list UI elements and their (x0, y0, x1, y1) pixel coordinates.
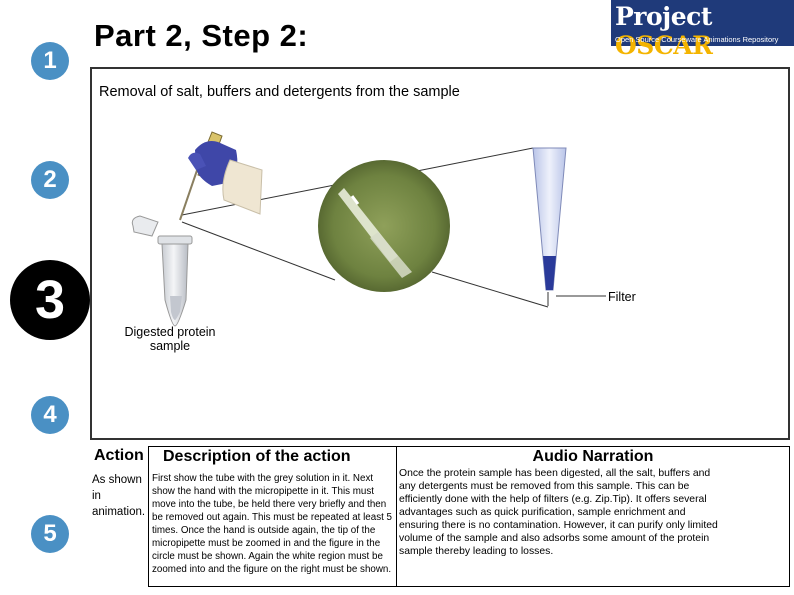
audio-narration-column: Audio Narration Once the protein sample … (396, 446, 790, 587)
animation-illustration (131, 131, 606, 327)
project-oscar-logo: Project OSCAR Open Source Courseware Ani… (611, 0, 794, 60)
step-4-number: 4 (43, 401, 57, 428)
step-3-badge[interactable]: 3 (10, 260, 90, 340)
description-line: be removed out again. This must be repea… (152, 512, 392, 523)
animation-stage (90, 67, 790, 440)
step-5-badge[interactable]: 5 (31, 515, 69, 553)
description-header: Description of the action (163, 448, 351, 465)
pipette-tip-filter (532, 147, 567, 306)
audio-line: any detergents must be removed from this… (399, 481, 690, 492)
audio-text: Once the protein sample has been digeste… (399, 467, 787, 558)
stage-subtitle: Removal of salt, buffers and detergents … (99, 84, 460, 100)
zoom-line-filter-top (411, 147, 534, 173)
action-line: in (92, 490, 101, 502)
audio-line: volume of the sample and also adsorbs so… (399, 533, 710, 544)
audio-line: advantages such as quick purification, s… (399, 507, 686, 518)
step-2-badge[interactable]: 2 (31, 161, 69, 199)
audio-line: sample thereby leading to losses. (399, 546, 554, 557)
digested-sample-label: Digested protein sample (114, 325, 226, 353)
action-text: As shown in animation. (92, 472, 145, 520)
step-1-number: 1 (43, 47, 57, 74)
zoom-line-filter-bottom (431, 271, 549, 308)
step-4-badge[interactable]: 4 (31, 396, 69, 434)
step-5-number: 5 (43, 520, 57, 547)
description-text: First show the tube with the grey soluti… (152, 472, 400, 576)
logo-word-oscar: OSCAR (615, 31, 713, 60)
description-table: Action As shown in animation. Descriptio… (90, 446, 790, 587)
hand-with-micropipette (179, 131, 263, 221)
description-column: Description of the action First show the… (148, 446, 397, 587)
logo-word-project: Project (615, 2, 712, 31)
audio-line: ensuring there is no contamination. Howe… (399, 520, 718, 531)
description-line: zoomed into and the figure on the right … (152, 564, 392, 575)
logo-tagline: Open Source Courseware Animations Reposi… (615, 35, 779, 44)
audio-line: efficiently done with the help of filter… (399, 494, 707, 505)
page-title: Part 2, Step 2: (94, 18, 309, 53)
description-line: circle must be shown. Again the white re… (152, 551, 383, 562)
step-2-number: 2 (43, 166, 57, 193)
step-1-badge[interactable]: 1 (31, 42, 69, 80)
filter-label: Filter (608, 290, 636, 304)
description-line: move into the tube, be held there very b… (152, 499, 387, 510)
step-3-number: 3 (34, 270, 66, 330)
zoom-line-bottom (181, 221, 336, 281)
description-line: times. Once the hand is outside again, t… (152, 525, 376, 536)
action-line: animation. (92, 506, 146, 518)
description-line: First show the tube with the grey soluti… (152, 473, 374, 484)
action-header: Action (94, 447, 144, 464)
action-line: As shown (92, 474, 142, 486)
description-line: show the hand with the micropipette in i… (152, 486, 374, 497)
digested-label-line2: sample (149, 339, 191, 353)
digested-label-line1: Digested protein (124, 325, 216, 339)
zoom-line-top (181, 179, 361, 216)
audio-line: Once the protein sample has been digeste… (399, 468, 711, 479)
audio-header: Audio Narration (532, 448, 654, 465)
zoom-circle (318, 160, 450, 292)
micro-tube (131, 215, 193, 327)
action-column: Action As shown in animation. (90, 446, 150, 587)
description-line: micropipette must be zoomed in and the f… (152, 538, 381, 549)
